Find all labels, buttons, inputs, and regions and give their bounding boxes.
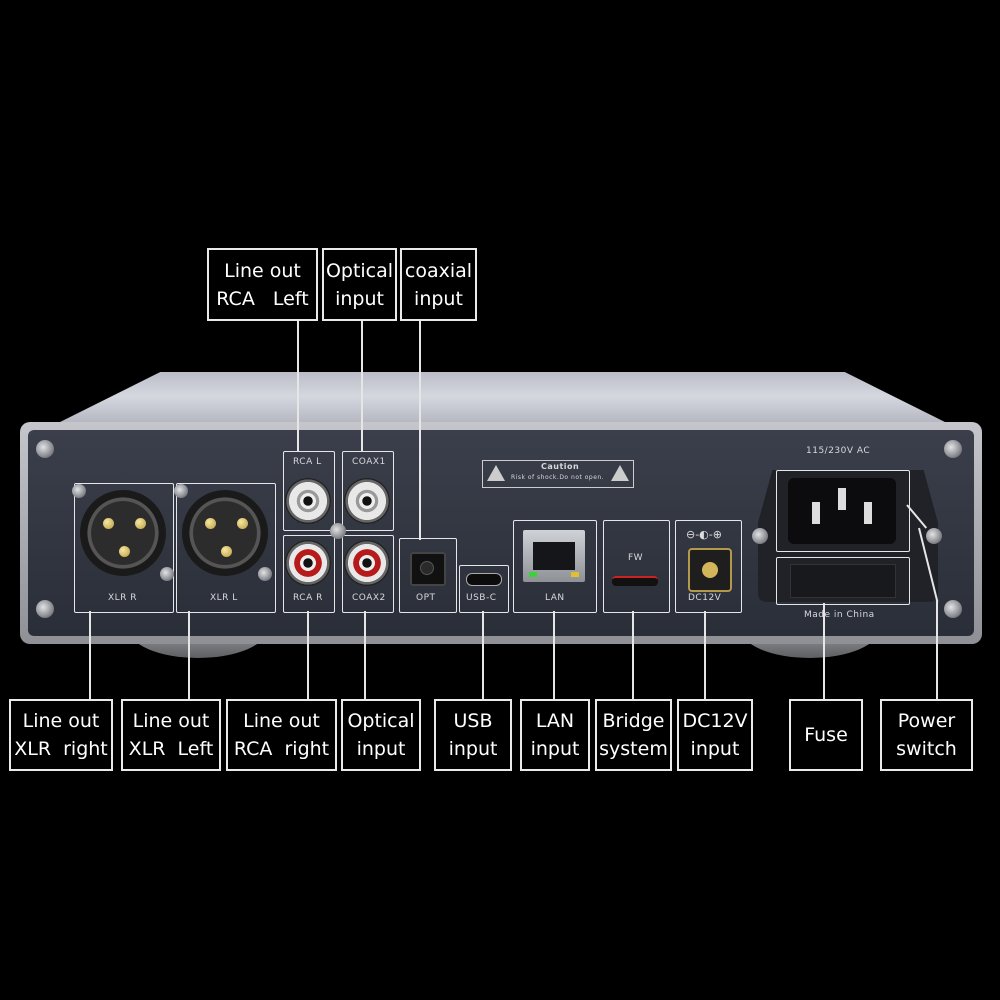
sd-card-slot[interactable] xyxy=(612,576,658,586)
callout-line xyxy=(361,320,363,452)
xlr-left-connector[interactable] xyxy=(182,490,268,576)
dc12v-frame xyxy=(675,520,742,613)
inlet-pin xyxy=(812,502,820,524)
warning-icon xyxy=(611,465,629,481)
label-usb-input: USB input xyxy=(434,699,512,771)
label-line-out-rca-right: Line out RCA right xyxy=(226,699,337,771)
callout-line xyxy=(936,600,938,699)
xlr-right-jack-frame xyxy=(74,483,174,613)
label-bridge-system: Bridge system xyxy=(595,699,672,771)
callout-line xyxy=(482,611,484,699)
power-inlet-frame xyxy=(776,470,910,552)
coax1-silkscreen: COAX1 xyxy=(352,457,386,467)
optical-frame xyxy=(399,538,457,613)
xlr-right-silkscreen: XLR R xyxy=(108,593,138,603)
screw-icon xyxy=(258,567,272,581)
caution-label: Caution Risk of shock.Do not open. xyxy=(482,460,634,488)
screw-icon xyxy=(944,440,962,458)
screw-icon xyxy=(944,600,962,618)
label-lan-input: LAN input xyxy=(520,699,590,771)
xlr-pin xyxy=(221,546,232,557)
lan-led-icon xyxy=(529,572,537,577)
label-power-switch: Power switch xyxy=(880,699,973,771)
lan-frame xyxy=(513,520,597,613)
screw-icon xyxy=(926,528,942,544)
label-line-out-rca-left: Line out RCA Left xyxy=(207,248,318,321)
xlr-right-connector[interactable] xyxy=(80,490,166,576)
usbc-silkscreen: USB-C xyxy=(466,593,497,603)
callout-line xyxy=(89,611,91,699)
inlet-pin xyxy=(838,488,846,510)
label-dc12v-input: DC12V input xyxy=(677,699,753,771)
fw-frame xyxy=(603,520,670,613)
label-optical-input-top: Optical input xyxy=(322,248,397,321)
callout-line xyxy=(823,603,825,699)
coax2-jack[interactable] xyxy=(344,540,390,586)
coax2-frame xyxy=(342,535,394,613)
lan-led-icon xyxy=(571,572,579,577)
polarity-icon: ⊖-◐-⊕ xyxy=(686,528,722,541)
rca-right-frame xyxy=(283,535,335,613)
xlr-left-jack-frame xyxy=(176,483,276,613)
rca-left-jack[interactable] xyxy=(285,478,331,524)
callout-line xyxy=(364,611,366,699)
iec-power-inlet[interactable] xyxy=(788,478,896,544)
xlr-pin xyxy=(135,518,146,529)
rca-left-silkscreen: RCA L xyxy=(293,457,322,467)
lan-port[interactable] xyxy=(523,530,585,582)
label-line-out-xlr-right: Line out XLR right xyxy=(9,699,113,771)
screw-icon xyxy=(36,600,54,618)
inlet-pin xyxy=(864,502,872,524)
coax1-jack[interactable] xyxy=(344,478,390,524)
dc-pin xyxy=(702,562,718,578)
screw-icon xyxy=(160,567,174,581)
xlr-left-silkscreen: XLR L xyxy=(210,593,238,603)
callout-line xyxy=(704,611,706,699)
fuse-drawer[interactable] xyxy=(790,564,896,598)
usbc-port[interactable] xyxy=(466,573,502,586)
label-optical-input-bottom: Optical input xyxy=(341,699,421,771)
voltage-silkscreen: 115/230V AC xyxy=(806,446,871,456)
made-in-silkscreen: Made in China xyxy=(804,610,875,620)
optical-port[interactable] xyxy=(410,552,446,586)
label-fuse: Fuse xyxy=(789,699,863,771)
label-line-out-xlr-left: Line out XLR Left xyxy=(121,699,221,771)
lan-silkscreen: LAN xyxy=(545,593,565,603)
caution-title: Caution xyxy=(541,462,580,471)
label-coaxial-input: coaxial input xyxy=(400,248,477,321)
callout-line xyxy=(188,611,190,699)
callout-line xyxy=(553,611,555,699)
xlr-pin xyxy=(237,518,248,529)
coax1-frame xyxy=(342,451,394,531)
warning-icon xyxy=(487,465,505,481)
caution-text: Risk of shock.Do not open. xyxy=(511,474,605,481)
fuse-frame xyxy=(776,557,910,605)
screw-icon xyxy=(174,484,188,498)
xlr-pin xyxy=(103,518,114,529)
screw-icon xyxy=(72,484,86,498)
xlr-pin xyxy=(119,546,130,557)
xlr-pin xyxy=(205,518,216,529)
dc12v-silkscreen: DC12V xyxy=(688,593,722,603)
rca-right-jack[interactable] xyxy=(285,540,331,586)
optical-lens-icon xyxy=(420,561,434,575)
usbc-frame xyxy=(459,565,509,613)
coax2-silkscreen: COAX2 xyxy=(352,593,386,603)
rca-left-frame xyxy=(283,451,335,531)
callout-line xyxy=(307,611,309,699)
optical-silkscreen: OPT xyxy=(416,593,436,603)
dc-jack[interactable] xyxy=(688,548,732,592)
callout-line xyxy=(297,320,299,452)
callout-line xyxy=(632,611,634,699)
fw-silkscreen: FW xyxy=(628,553,644,563)
callout-line xyxy=(419,320,421,540)
screw-icon xyxy=(330,523,346,539)
screw-icon xyxy=(752,528,768,544)
rca-right-silkscreen: RCA R xyxy=(293,593,323,603)
screw-icon xyxy=(36,440,54,458)
lan-socket xyxy=(533,542,575,570)
